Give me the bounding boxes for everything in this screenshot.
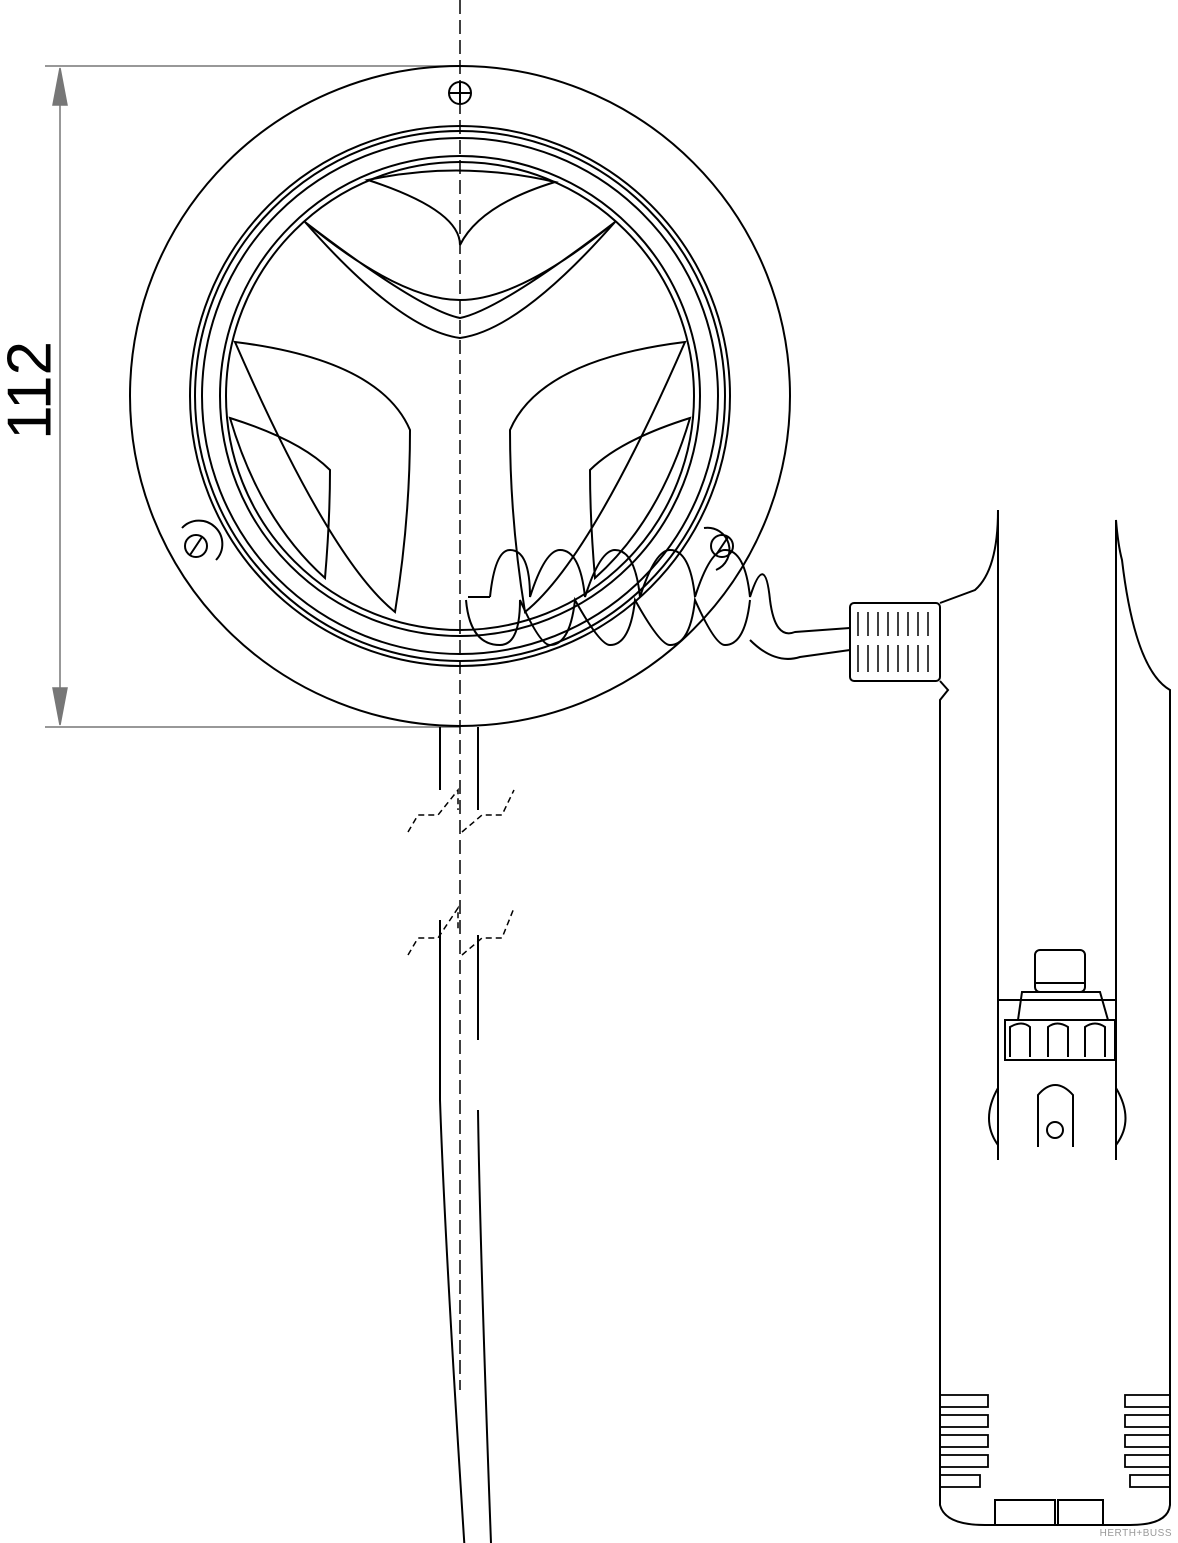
screw-icon (448, 81, 472, 105)
lens-pattern (228, 169, 692, 614)
cigarette-plug (849, 509, 1171, 1526)
lamp-housing (129, 65, 791, 727)
plug-knurls (1009, 1022, 1106, 1057)
coiled-cable (465, 548, 851, 660)
dimension-label: 112 (0, 341, 65, 440)
dimension-lines (45, 65, 460, 728)
brand-watermark: HERTH+BUSS (1099, 1528, 1172, 1539)
screw-icon (181, 519, 224, 561)
cable (407, 727, 515, 1543)
